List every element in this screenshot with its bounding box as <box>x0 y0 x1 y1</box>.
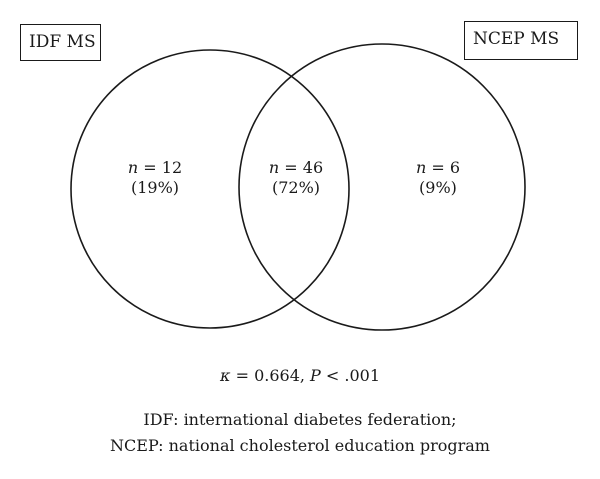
ncep-ms-label: NCEP MS <box>464 21 578 60</box>
ncep-circle <box>238 43 526 331</box>
legend-ncep: NCEP: national cholesterol education pro… <box>110 436 490 455</box>
region-intersection-count: n = 46 <box>269 158 323 178</box>
region-idf-only: n = 12 (19%) <box>128 158 182 198</box>
legend-idf: IDF: international diabetes federation; <box>143 410 457 429</box>
n-symbol: n <box>268 158 280 177</box>
region-ncep-only-count: n = 6 <box>416 158 460 178</box>
count-text: = 46 <box>279 158 324 177</box>
p-value: < .001 <box>320 366 381 385</box>
n-symbol: n <box>127 158 139 177</box>
region-ncep-only: n = 6 (9%) <box>416 158 460 198</box>
count-text: = 12 <box>138 158 183 177</box>
region-intersection-percent: (72%) <box>271 178 321 197</box>
idf-ms-label: IDF MS <box>20 24 101 61</box>
count-text: = 6 <box>426 158 461 177</box>
idf-circle <box>70 49 350 329</box>
kappa-symbol: κ <box>219 366 231 385</box>
region-idf-only-percent: (19%) <box>130 178 180 197</box>
region-intersection: n = 46 (72%) <box>269 158 323 198</box>
idf-ms-label-text: IDF MS <box>29 32 96 52</box>
kappa-value: = 0.664, <box>230 366 311 385</box>
n-symbol: n <box>415 158 427 177</box>
kappa-statistic: κ = 0.664, P < .001 <box>0 366 600 385</box>
p-symbol: P <box>310 366 321 385</box>
ncep-ms-label-text: NCEP MS <box>473 29 560 49</box>
region-ncep-only-percent: (9%) <box>419 178 457 197</box>
region-idf-only-count: n = 12 <box>128 158 182 178</box>
